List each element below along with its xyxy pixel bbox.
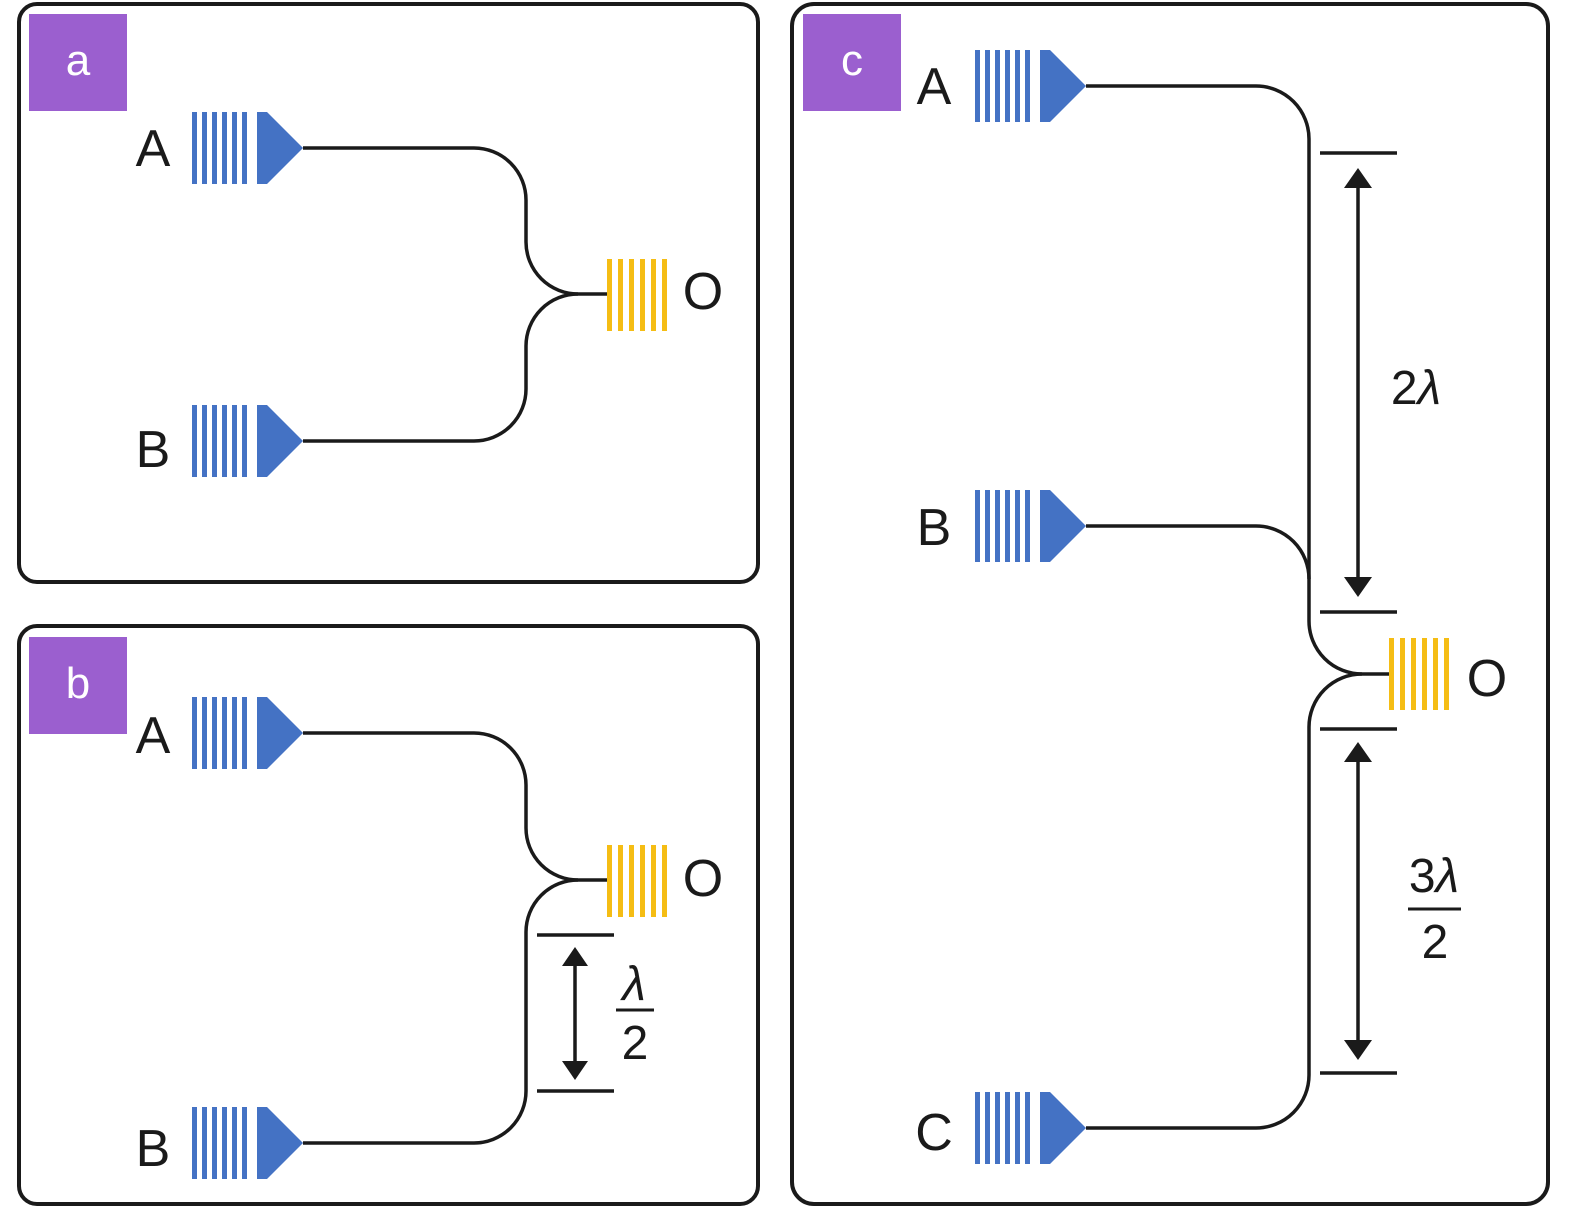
panel-b-waveguide-b — [303, 878, 579, 1145]
panel-c-lower-arrow-down — [1344, 1040, 1372, 1060]
panel-c-input-a-label: A — [917, 58, 952, 116]
panel-b-spacing-denominator: 2 — [622, 1017, 649, 1070]
panel-c-upper-arrow-down — [1344, 577, 1372, 597]
panel-c-waveguide-b — [1086, 524, 1311, 580]
panel-b-waveguide-a — [303, 731, 609, 882]
panel-c-frame — [790, 2, 1550, 1206]
panel-b: b A B O λ 2 — [17, 624, 760, 1206]
panel-c-badge — [803, 14, 901, 111]
panel-a: a A B O — [17, 2, 760, 584]
panel-c-upper-spacing-symbol: λ — [1415, 362, 1442, 415]
panel-c-waveguide-c — [1086, 672, 1363, 1130]
panel-c-upper-spacing-coef: 2 — [1391, 362, 1418, 415]
panel-c: c A B C O 2λ 3λ 2 — [790, 2, 1550, 1206]
panel-b-dimension-arrow-down — [562, 1061, 588, 1080]
panel-c-lower-spacing-numerator-symbol: λ — [1433, 850, 1460, 903]
panel-c-badge-label: c — [841, 36, 863, 85]
panel-b-badge-label: b — [66, 659, 90, 708]
panel-c-output-label: O — [1467, 650, 1507, 708]
panel-a-waveguide-b — [303, 292, 579, 443]
panel-c-input-b-label: B — [917, 499, 952, 557]
panel-b-dimension-arrow-up — [562, 947, 588, 966]
panel-c-waveguide-a — [1086, 84, 1390, 676]
panel-c-input-c-label: C — [915, 1104, 953, 1162]
panel-a-output-label: O — [683, 263, 723, 321]
panel-c-upper-arrow-up — [1344, 168, 1372, 188]
panel-c-lower-spacing-numerator: 3λ — [1409, 850, 1459, 903]
panel-a-input-a-label: A — [136, 120, 171, 178]
panel-a-badge — [29, 14, 127, 111]
panel-b-spacing-numerator: λ — [619, 958, 646, 1011]
panel-c-lower-arrow-up — [1344, 742, 1372, 762]
panel-a-frame — [17, 2, 760, 584]
panel-c-lower-spacing-denominator: 2 — [1422, 916, 1449, 969]
panel-c-upper-spacing-label: 2λ — [1391, 362, 1441, 415]
panel-b-input-a-label: A — [136, 707, 171, 765]
panel-b-output-label: O — [683, 850, 723, 908]
panel-c-lower-spacing-numerator-coef: 3 — [1409, 850, 1436, 903]
panel-a-input-b-label: B — [136, 421, 171, 479]
panel-b-badge — [29, 637, 127, 734]
panel-a-badge-label: a — [66, 36, 91, 85]
panel-b-frame — [17, 624, 760, 1206]
panel-a-waveguide-a — [303, 146, 609, 296]
panel-b-input-b-label: B — [136, 1120, 171, 1178]
